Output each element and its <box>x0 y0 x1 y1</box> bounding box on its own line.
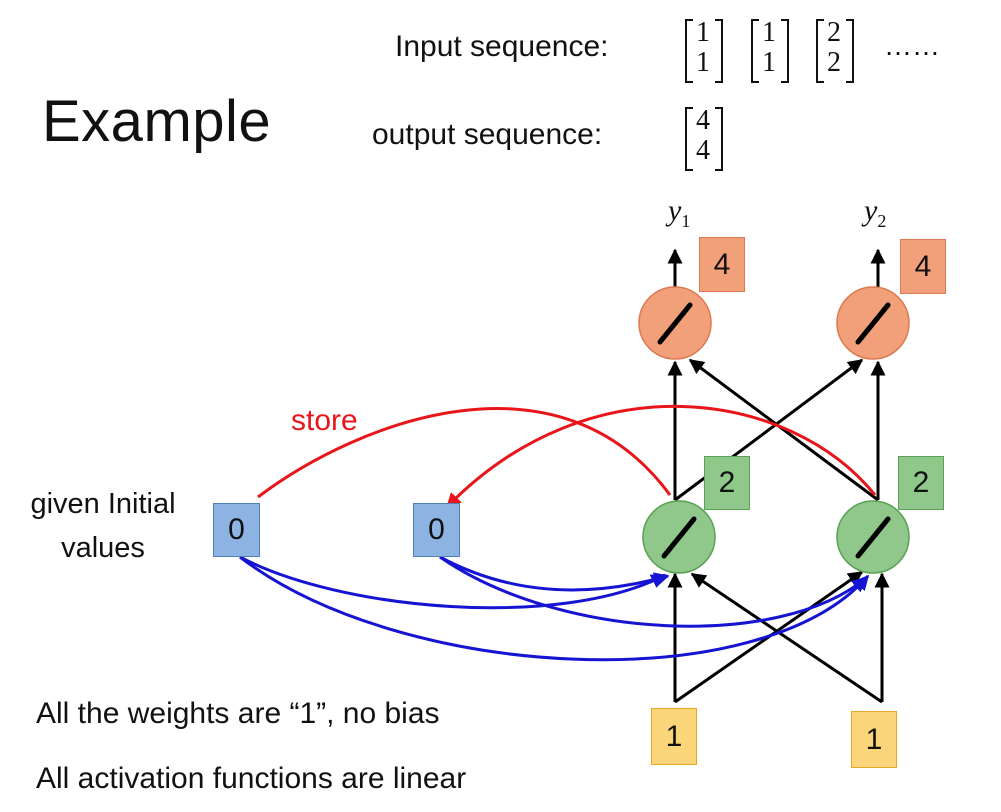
note-activation: All activation functions are linear <box>36 762 467 795</box>
output-value-2: 4 <box>900 239 946 294</box>
output-value-1: 4 <box>699 237 745 292</box>
output-arrows <box>667 248 886 290</box>
vector-brackets <box>685 19 854 171</box>
memory-cell-1: 0 <box>213 503 260 557</box>
input-value-2: 1 <box>851 711 897 768</box>
output-neuron-2 <box>836 286 910 360</box>
output-label-y1: y1 <box>668 194 691 231</box>
hidden-neuron-2 <box>836 500 910 574</box>
page-title: Example <box>42 89 272 154</box>
hidden-value-2: 2 <box>898 456 944 510</box>
store-connections <box>257 405 877 509</box>
memory-cell-2: 0 <box>413 503 460 557</box>
output-sequence-label: output sequence: <box>372 118 603 151</box>
note-weights: All the weights are “1”, no bias <box>36 697 440 730</box>
input-value-1: 1 <box>651 708 697 765</box>
output-label-y2: y2 <box>864 194 887 231</box>
memory-to-hidden-connections <box>239 555 870 662</box>
hidden-value-1: 2 <box>704 456 750 510</box>
sequence-ellipsis: …… <box>884 30 940 61</box>
store-label: store <box>291 404 358 437</box>
initial-values-label: given Initial values <box>30 488 176 564</box>
input-sequence-label: Input sequence: <box>395 30 609 63</box>
hidden-neuron-1 <box>642 500 716 574</box>
output-neuron-1 <box>638 286 712 360</box>
